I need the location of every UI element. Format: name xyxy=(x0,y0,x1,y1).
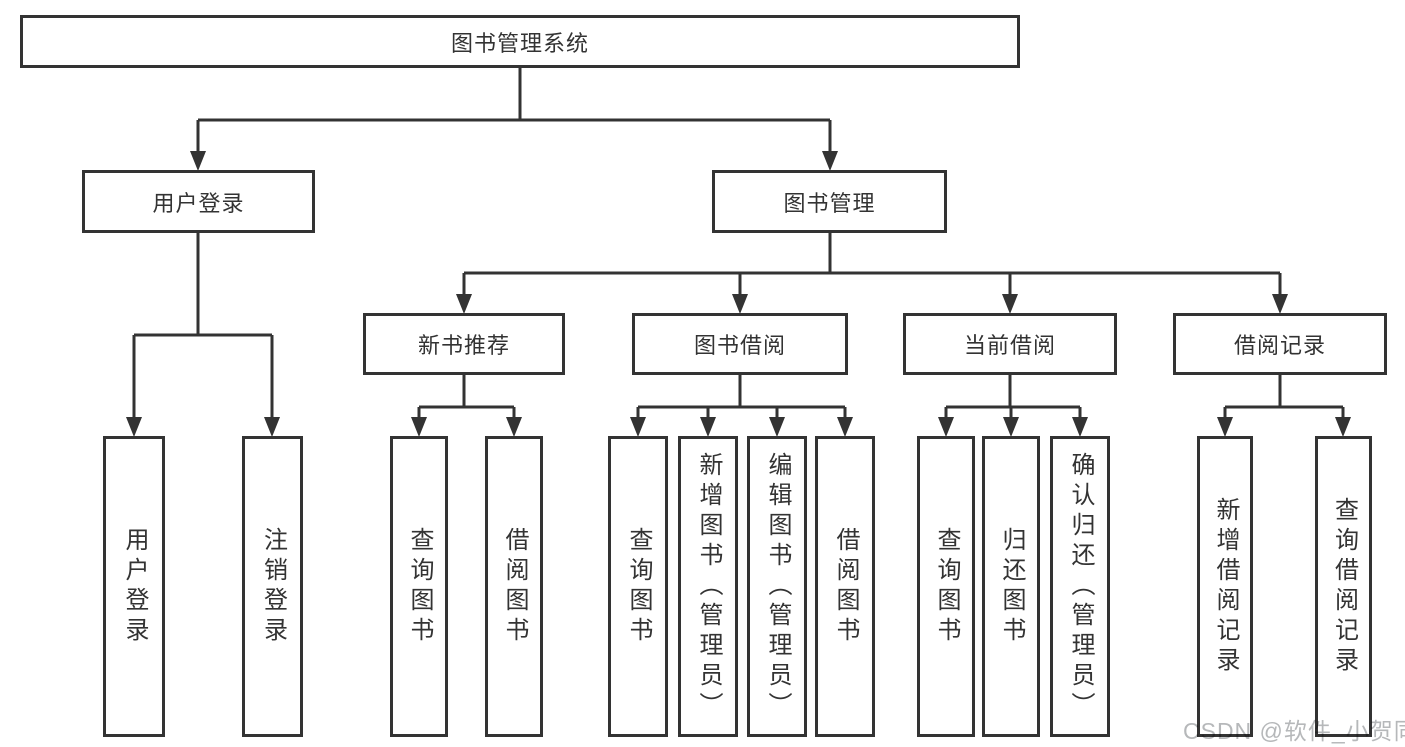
node-label: 新增借阅记录 xyxy=(1212,496,1239,677)
arrowhead-icon xyxy=(126,417,142,437)
node-leaf-br-query-record: 查询借阅记录 xyxy=(1315,436,1372,737)
node-leaf-cb-return-book: 归还图书 xyxy=(982,436,1040,737)
node-user-login-branch: 用户登录 xyxy=(82,170,315,233)
arrowhead-icon xyxy=(190,151,206,171)
node-new-book-rec: 新书推荐 xyxy=(363,313,565,375)
node-label: 确认归还（管理员） xyxy=(1067,451,1094,722)
node-book-mgmt-branch: 图书管理 xyxy=(712,170,947,233)
node-label: 用户登录 xyxy=(121,526,148,647)
node-label: 编辑图书（管理员） xyxy=(764,451,791,722)
arrowhead-icon xyxy=(1072,417,1088,437)
arrowhead-icon xyxy=(769,417,785,437)
arrowhead-icon xyxy=(822,151,838,171)
node-current-borrow: 当前借阅 xyxy=(903,313,1117,375)
node-label: 借阅记录 xyxy=(1233,333,1326,358)
node-label: 查询图书 xyxy=(625,526,652,647)
node-label: 注销登录 xyxy=(259,526,287,647)
arrowhead-icon xyxy=(837,417,853,437)
node-leaf-cb-confirm: 确认归还（管理员） xyxy=(1050,436,1110,737)
node-label: 借阅图书 xyxy=(501,526,528,647)
arrowhead-icon xyxy=(1272,294,1288,314)
node-leaf-rec-query-book: 查询图书 xyxy=(390,436,448,737)
arrowhead-icon xyxy=(264,417,280,437)
arrowhead-icon xyxy=(732,294,748,314)
node-label: 归还图书 xyxy=(998,526,1025,647)
node-label: 用户登录 xyxy=(152,190,245,216)
node-leaf-rec-borrow-book: 借阅图书 xyxy=(485,436,543,737)
node-leaf-bb-borrow-book: 借阅图书 xyxy=(815,436,875,737)
arrowhead-icon xyxy=(630,417,646,437)
node-label: 查询借阅记录 xyxy=(1330,496,1358,677)
node-label: 查询图书 xyxy=(406,526,433,647)
node-leaf-logout: 注销登录 xyxy=(242,436,303,737)
arrowhead-icon xyxy=(506,417,522,437)
node-leaf-br-add-record: 新增借阅记录 xyxy=(1197,436,1253,737)
node-leaf-bb-query-book: 查询图书 xyxy=(608,436,668,737)
arrowhead-icon xyxy=(456,294,472,314)
node-label: 图书管理系统 xyxy=(450,30,589,56)
node-label: 查询图书 xyxy=(933,526,960,647)
node-label: 当前借阅 xyxy=(963,333,1056,358)
arrowhead-icon xyxy=(1335,417,1351,437)
node-leaf-cb-query-book: 查询图书 xyxy=(917,436,975,737)
arrowhead-icon xyxy=(700,417,716,437)
node-leaf-bb-add-book: 新增图书（管理员） xyxy=(678,436,738,737)
node-label: 新书推荐 xyxy=(417,333,510,358)
arrowhead-icon xyxy=(411,417,427,437)
node-label: 图书借阅 xyxy=(693,333,786,358)
arrowhead-icon xyxy=(938,417,954,437)
node-book-borrow: 图书借阅 xyxy=(632,313,848,375)
node-system-root: 图书管理系统 xyxy=(20,15,1020,68)
node-label: 图书管理 xyxy=(783,190,876,216)
node-leaf-user-login: 用户登录 xyxy=(103,436,165,737)
node-leaf-bb-edit-book: 编辑图书（管理员） xyxy=(747,436,807,737)
arrowhead-icon xyxy=(1002,294,1018,314)
arrowhead-icon xyxy=(1217,417,1233,437)
arrowhead-icon xyxy=(1003,417,1019,437)
node-borrow-records: 借阅记录 xyxy=(1173,313,1387,375)
node-label: 新增图书（管理员） xyxy=(695,451,722,722)
node-label: 借阅图书 xyxy=(832,526,859,647)
